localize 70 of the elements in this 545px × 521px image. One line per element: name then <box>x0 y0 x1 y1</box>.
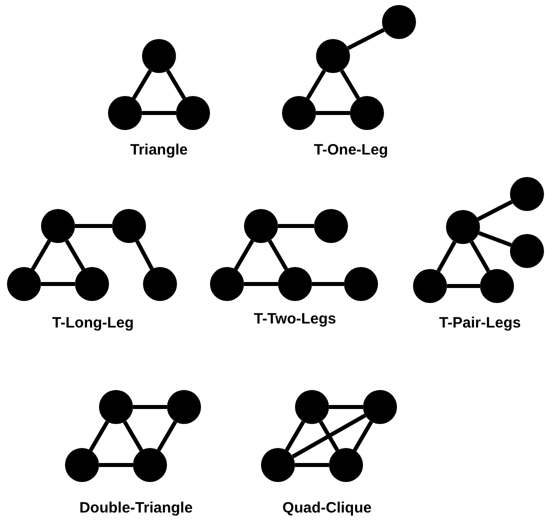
graph-vertex <box>244 209 278 243</box>
motif-label: Double-Triangle <box>79 500 193 516</box>
graph-vertex <box>99 390 133 424</box>
graph-edge <box>133 405 167 409</box>
graph-edge <box>244 282 278 286</box>
graph-edge <box>436 240 456 272</box>
graph-edge <box>41 282 75 286</box>
motif-label: T-Long-Leg <box>52 314 134 332</box>
graph-edge <box>306 70 326 100</box>
motif-label: Triangle <box>130 142 188 158</box>
graph-vertex <box>413 269 447 303</box>
graph-vertex <box>176 96 210 130</box>
graph-edge <box>318 420 340 452</box>
graph-edge <box>316 111 350 115</box>
graph-edge <box>447 284 480 288</box>
graph-vertex <box>65 448 99 482</box>
graph-edge <box>166 70 186 100</box>
graph-vertex <box>108 96 142 130</box>
graph-edge <box>292 414 366 458</box>
graph-edge <box>75 224 112 228</box>
graph-edge <box>478 231 512 247</box>
graph-edge <box>132 70 152 100</box>
graph-edge <box>156 420 178 452</box>
graph-edge <box>99 463 133 467</box>
graph-vertex <box>316 39 350 73</box>
graph-edge <box>268 240 288 270</box>
graph-vertex <box>363 390 397 424</box>
graph-edge <box>312 282 344 286</box>
graph-edge <box>352 420 374 452</box>
graph-vertex <box>295 390 329 424</box>
graph-vertex <box>41 209 75 243</box>
graph-vertex <box>344 267 378 301</box>
motif-label: T-Pair-Legs <box>439 314 521 332</box>
motif-label: T-Two-Legs <box>254 310 336 328</box>
graph-vertex <box>7 267 41 301</box>
graph-edge <box>135 240 154 270</box>
graph-edge <box>329 405 363 409</box>
graph-edge <box>64 240 86 270</box>
motif-label: T-One-Leg <box>314 142 388 158</box>
graph-vertex <box>446 210 480 244</box>
graph-edge <box>142 111 176 115</box>
graph-edge <box>470 240 490 272</box>
graph-edge <box>347 28 385 50</box>
graph-vertex <box>314 209 348 243</box>
graph-edge <box>234 240 254 270</box>
graph-vertex <box>167 390 201 424</box>
graph-edge <box>340 70 360 100</box>
graph-vertex <box>510 177 544 211</box>
graph-vertex <box>382 5 416 39</box>
graph-edge <box>122 420 144 452</box>
graph-vertex <box>261 448 295 482</box>
graph-edge <box>278 224 314 228</box>
graph-vertex <box>142 39 176 73</box>
graph-vertex <box>282 96 316 130</box>
graph-edge <box>30 240 52 270</box>
graph-vertex <box>510 234 544 268</box>
graph-edge <box>477 200 513 221</box>
graph-vertex <box>133 448 167 482</box>
graph-edge <box>295 463 329 467</box>
motif-label: Quad-Clique <box>282 500 372 516</box>
graph-edge <box>284 420 306 452</box>
graph-vertex <box>350 96 384 130</box>
graph-vertex <box>480 269 514 303</box>
graph-vertex <box>75 267 109 301</box>
graph-vertex <box>210 267 244 301</box>
graph-edge <box>88 420 110 452</box>
graph-vertex <box>329 448 363 482</box>
graph-vertex <box>278 267 312 301</box>
graph-vertex <box>143 267 177 301</box>
graph-vertex <box>112 209 146 243</box>
